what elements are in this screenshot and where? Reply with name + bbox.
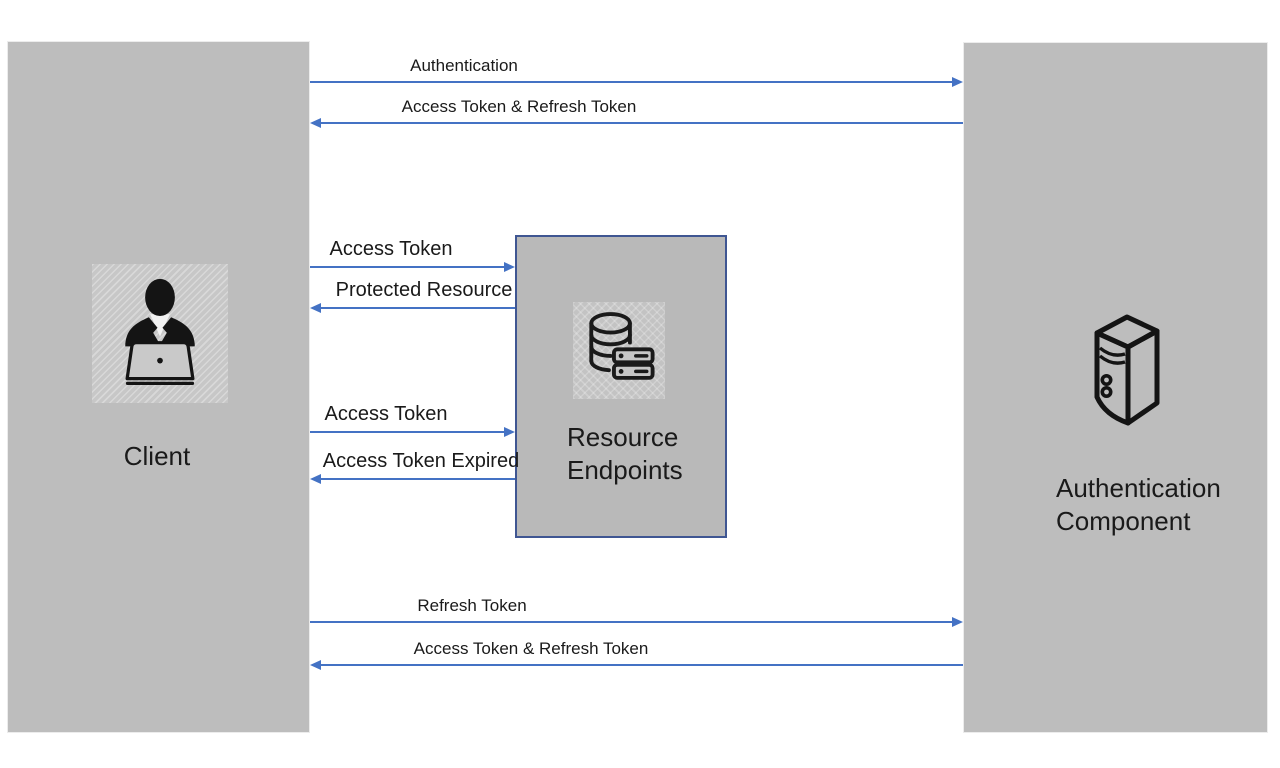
arrowhead-right-icon [504, 427, 515, 437]
arrow-shaft [310, 81, 954, 83]
arrow-shaft [319, 478, 515, 480]
resource-endpoints-box: Resource Endpoints [515, 235, 727, 538]
resource-endpoints-label: Resource Endpoints [567, 422, 683, 485]
arrow-label-authentication: Authentication [410, 56, 518, 75]
server-tower-icon [1065, 293, 1169, 441]
arrowhead-right-icon [504, 262, 515, 272]
arrowhead-right-icon [952, 617, 963, 627]
database-server-icon [573, 302, 665, 399]
arrow-label-refresh-token: Refresh Token [417, 596, 527, 615]
client-label: Client [123, 441, 191, 471]
client-box: Client [7, 41, 310, 733]
arrow-shaft [319, 307, 515, 309]
arrow-shaft [310, 266, 506, 268]
arrowhead-left-icon [310, 660, 321, 670]
arrow-label-access-refresh-token-bottom: Access Token & Refresh Token [413, 639, 649, 658]
arrow-shaft [319, 122, 963, 124]
person-at-laptop-icon [92, 264, 228, 403]
arrow-label-access-token-2: Access Token [324, 403, 448, 425]
arrow-label-access-refresh-token-top: Access Token & Refresh Token [401, 97, 637, 116]
authentication-component-box: Authentication Component [963, 42, 1268, 733]
arrow-label-protected-resource: Protected Resource [335, 279, 513, 301]
arrow-label-access-token-expired: Access Token Expired [322, 450, 520, 472]
arrow-shaft [310, 431, 506, 433]
authentication-component-label: Authentication Component [1056, 473, 1221, 536]
arrowhead-left-icon [310, 303, 321, 313]
arrow-shaft [319, 664, 963, 666]
arrowhead-right-icon [952, 77, 963, 87]
arrowhead-left-icon [310, 118, 321, 128]
arrow-shaft [310, 621, 954, 623]
arrowhead-left-icon [310, 474, 321, 484]
arrow-label-access-token-1: Access Token [329, 238, 453, 260]
